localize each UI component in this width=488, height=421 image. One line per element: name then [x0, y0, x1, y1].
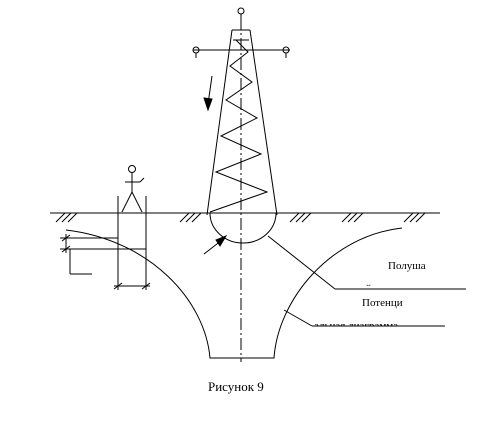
electrode-pointer-arrow	[203, 234, 228, 255]
ground-surface	[50, 212, 440, 223]
hemisphere-label-line2: ровой электрод	[344, 283, 416, 295]
transmission-tower	[206, 7, 278, 216]
potential-curve	[65, 227, 403, 359]
current-arrow	[203, 75, 213, 112]
hemispherical-electrode	[209, 212, 277, 244]
label-leaders	[267, 235, 466, 327]
potential-label-line2: альная диаграмма	[314, 320, 398, 332]
figure-caption: Рисунок 9	[208, 379, 264, 394]
person-figure	[121, 165, 145, 213]
step-voltage-dimensions	[60, 196, 151, 290]
potential-label-line1: Потенци	[362, 297, 403, 309]
hemisphere-label-line1: Полуша	[388, 260, 426, 272]
